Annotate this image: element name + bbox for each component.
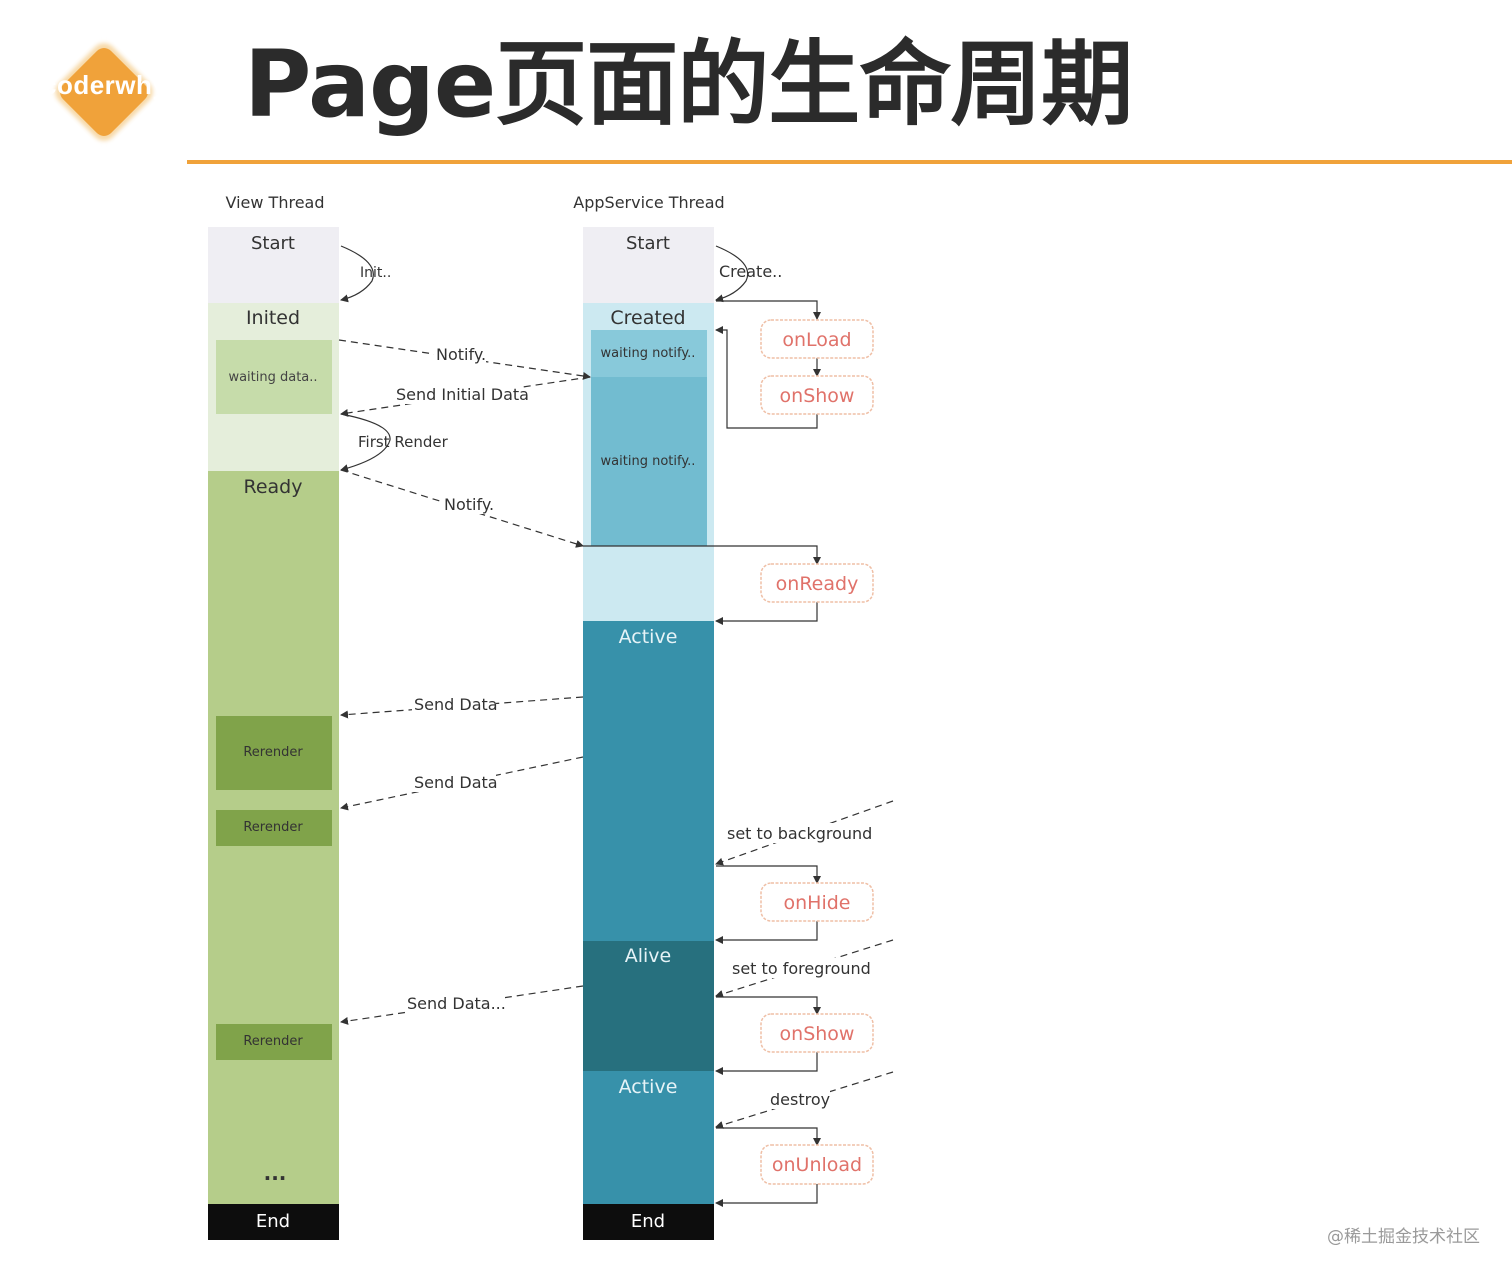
- view-rerender-2-label: Rerender: [243, 820, 303, 835]
- set-foreground-arrow: [715, 939, 894, 998]
- set-background-label-bg: [725, 823, 871, 843]
- set-background-label: set to background: [727, 824, 872, 843]
- first-render-arrow: [340, 413, 391, 473]
- watermark: @稀土掘金技术社区: [1327, 1227, 1480, 1247]
- send-initial-label: Send Initial Data: [396, 385, 529, 404]
- send-data-3-label-bg: [405, 993, 505, 1013]
- to-onready-connector: [583, 545, 821, 565]
- app-active-block-2: [583, 1071, 714, 1204]
- hook-onready-label: onReady: [776, 573, 859, 595]
- destroy-label-bg: [768, 1089, 830, 1109]
- init-arrow: [340, 245, 374, 303]
- app-active-1-label: Active: [619, 626, 678, 648]
- view-end-label: End: [256, 1211, 290, 1232]
- logo-shape: [60, 48, 148, 136]
- notify-2-label: Notify.: [444, 495, 494, 514]
- view-rerender-3-label: Rerender: [243, 1034, 303, 1049]
- view-waiting-block: [216, 340, 332, 414]
- send-data-1-label: Send Data: [414, 695, 498, 714]
- hook-onshow-2: [760, 1013, 874, 1053]
- view-inited-label: Inited: [246, 307, 300, 329]
- app-active-2-label: Active: [619, 1076, 678, 1098]
- hook-onunload-label: onUnload: [772, 1154, 862, 1176]
- destroy-label: destroy: [770, 1090, 830, 1109]
- to-onload-connector: [716, 300, 821, 320]
- send-data-1-label-bg: [412, 694, 496, 714]
- first-render-label: First Render: [358, 433, 449, 451]
- app-created-label: Created: [610, 307, 685, 329]
- app-alive-label: Alive: [625, 945, 672, 967]
- hook-onshow-1: [760, 375, 874, 415]
- send-initial-label-bg: [394, 384, 522, 404]
- onshow-2-return-connector: [715, 1052, 818, 1075]
- app-start-block: [583, 227, 714, 303]
- onshow-return-connector: [715, 326, 818, 429]
- to-onunload-connector: [716, 1127, 821, 1146]
- view-ellipsis: ...: [264, 1161, 287, 1185]
- hook-onshow-2-label: onShow: [780, 1023, 855, 1045]
- init-label: Init..: [360, 265, 391, 281]
- onunload-return-connector: [715, 1184, 818, 1207]
- view-rerender-2: [216, 810, 332, 846]
- hook-onload: [760, 319, 874, 359]
- hook-onload-label: onLoad: [782, 329, 851, 351]
- create-arrow: [715, 245, 749, 303]
- view-waiting-label: waiting data..: [228, 370, 317, 385]
- hook-onunload: [760, 1144, 874, 1185]
- set-foreground-label-bg: [730, 958, 868, 978]
- view-rerender-1-label: Rerender: [243, 745, 303, 760]
- set-foreground-label: set to foreground: [732, 959, 871, 978]
- hook-onready: [760, 563, 874, 603]
- app-start-label: Start: [626, 233, 670, 254]
- onhide-return-connector: [715, 921, 818, 944]
- onready-return-connector: [715, 602, 818, 625]
- set-background-arrow: [715, 800, 894, 866]
- send-data-3-label: Send Data...: [407, 994, 506, 1013]
- app-active-block-1: [583, 621, 714, 941]
- notify-2-label-bg: [442, 494, 494, 514]
- to-onshow-2-connector: [716, 996, 821, 1015]
- create-label: Create..: [719, 262, 782, 281]
- title-underline: [187, 160, 1512, 164]
- app-waiting-2-label: waiting notify..: [601, 454, 696, 469]
- logo-text: coderwhy: [42, 70, 168, 100]
- view-rerender-3: [216, 1024, 332, 1060]
- hook-onshow-1-label: onShow: [780, 385, 855, 407]
- app-end-block: [583, 1204, 714, 1240]
- notify-1-label: Notify.: [436, 345, 486, 364]
- app-thread-header: AppService Thread: [573, 193, 724, 212]
- view-ready-label: Ready: [244, 476, 303, 498]
- hook-onhide-label: onHide: [784, 892, 851, 914]
- app-end-label: End: [631, 1211, 665, 1232]
- destroy-arrow: [715, 1071, 894, 1129]
- view-rerender-1: [216, 716, 332, 790]
- app-alive-block: [583, 941, 714, 1071]
- view-thread-header: View Thread: [226, 193, 325, 212]
- logo-diamond-icon: [55, 43, 153, 141]
- view-end-block: [208, 1204, 339, 1240]
- send-data-2-label: Send Data: [414, 773, 498, 792]
- app-waiting-top: [591, 330, 707, 377]
- to-onhide-connector: [716, 865, 821, 884]
- send-data-2-label-bg: [412, 772, 496, 792]
- app-waiting-1-label: waiting notify..: [601, 346, 696, 361]
- notify-1-label-bg: [434, 344, 486, 364]
- coderwhy-logo: coderwhy: [42, 30, 168, 154]
- view-start-block: [208, 227, 339, 303]
- view-start-label: Start: [251, 233, 295, 254]
- page-title: Page页面的生命周期: [244, 31, 1133, 138]
- hook-onhide: [760, 882, 874, 922]
